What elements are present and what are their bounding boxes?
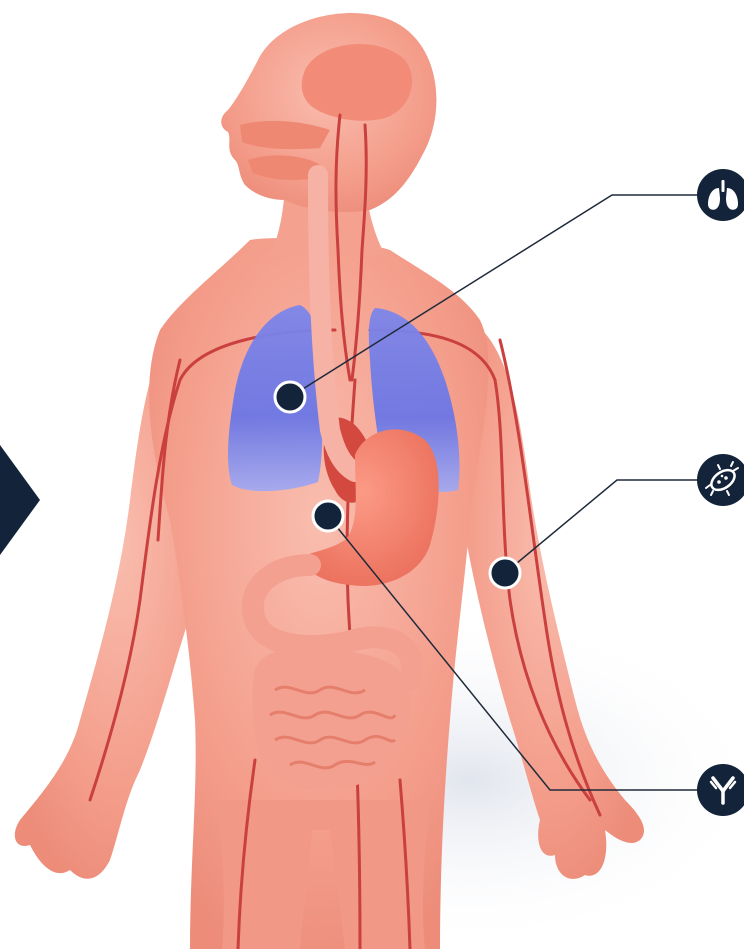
target-dot-arm[interactable] [490, 558, 520, 588]
chevron-right-icon[interactable] [0, 445, 40, 555]
target-dot-lungs[interactable] [275, 382, 305, 412]
target-dot-stomach[interactable] [313, 501, 343, 531]
brain [302, 44, 412, 121]
body-silhouette [15, 13, 644, 949]
lungs-callout-badge[interactable] [697, 169, 744, 221]
bacteria-callout-badge[interactable] [697, 454, 744, 506]
